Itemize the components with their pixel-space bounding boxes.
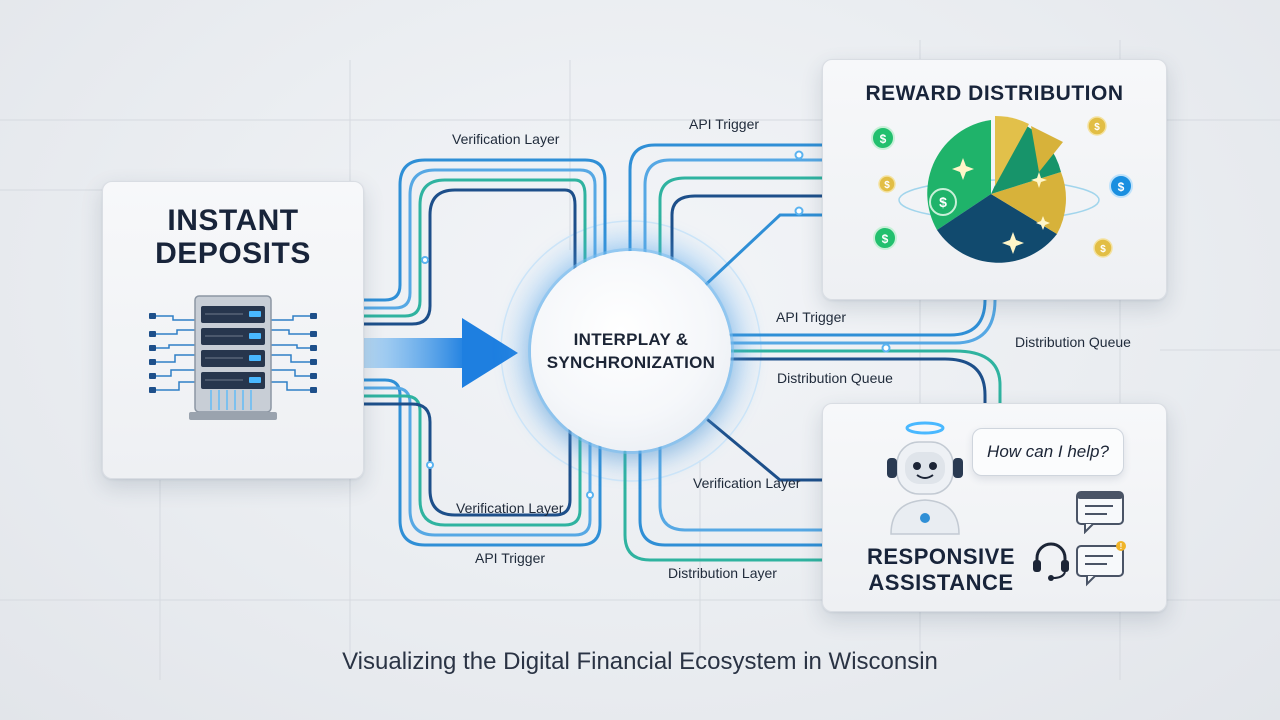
- hub-label-line1: INTERPLAY &: [573, 330, 689, 349]
- label-distribution-queue-right: Distribution Queue: [1015, 334, 1131, 350]
- label-api-trigger-bottom: API Trigger: [475, 550, 546, 566]
- svg-text:$: $: [884, 180, 890, 191]
- robot-icon: [887, 421, 963, 535]
- flow-dot: [421, 256, 429, 264]
- hub-label-line2: SYNCHRONIZATION: [546, 353, 716, 372]
- flow-dot: [586, 491, 594, 499]
- label-verification-layer-top: Verification Layer: [452, 131, 560, 147]
- flow-dot: [881, 343, 891, 353]
- label-verification-layer-bottom: Verification Layer: [456, 500, 564, 516]
- responsive-assistance-title-line1: RESPONSIVE: [866, 544, 1016, 569]
- assistant-speech-text: How can I help?: [987, 442, 1109, 461]
- assistant-speech-bubble: How can I help?: [972, 428, 1124, 476]
- label-distribution-queue-mid: Distribution Queue: [777, 370, 893, 386]
- svg-text:!: !: [1120, 542, 1123, 551]
- svg-text:$: $: [1100, 244, 1106, 255]
- svg-text:$: $: [1118, 180, 1125, 194]
- instant-deposits-title-line2: DEPOSITS: [155, 237, 311, 270]
- svg-text:$: $: [882, 232, 889, 246]
- label-api-trigger-top: API Trigger: [689, 116, 760, 132]
- instant-deposits-card: INSTANT DEPOSITS: [102, 181, 364, 479]
- deposit-arrow: [362, 318, 518, 388]
- reward-distribution-title: REWARD DISTRIBUTION: [865, 82, 1124, 105]
- flow-dot: [794, 206, 804, 216]
- flow-dot: [794, 150, 804, 160]
- responsive-assistance-title: RESPONSIVE ASSISTANCE: [841, 544, 1041, 596]
- svg-text:$: $: [939, 194, 947, 210]
- responsive-assistance-title-line2: ASSISTANCE: [868, 570, 1014, 595]
- svg-text:$: $: [880, 132, 887, 146]
- label-distribution-layer: Distribution Layer: [668, 565, 777, 581]
- chat-window-icon: [1076, 491, 1124, 534]
- message-notification-icon: !: [1076, 541, 1126, 587]
- pie-chart-icon: $ $ $ $ $ $ $: [871, 115, 1133, 263]
- label-api-trigger-mid: API Trigger: [776, 309, 847, 325]
- diagram-caption: Visualizing the Digital Financial Ecosys…: [342, 648, 938, 675]
- synchronization-hub: INTERPLAY & SYNCHRONIZATION: [531, 251, 731, 451]
- svg-text:$: $: [1094, 122, 1100, 133]
- flow-dot: [426, 461, 434, 469]
- instant-deposits-title: INSTANT DEPOSITS: [103, 204, 363, 270]
- headset-icon: [1033, 542, 1069, 581]
- instant-deposits-title-line1: INSTANT: [167, 204, 299, 237]
- reward-distribution-card: REWARD DISTRIBUTION $ $ $ $ $ $ $: [822, 59, 1167, 300]
- server-rack-icon: [149, 295, 317, 420]
- hub-label: INTERPLAY & SYNCHRONIZATION: [531, 328, 731, 374]
- label-verification-layer-right: Verification Layer: [693, 475, 801, 491]
